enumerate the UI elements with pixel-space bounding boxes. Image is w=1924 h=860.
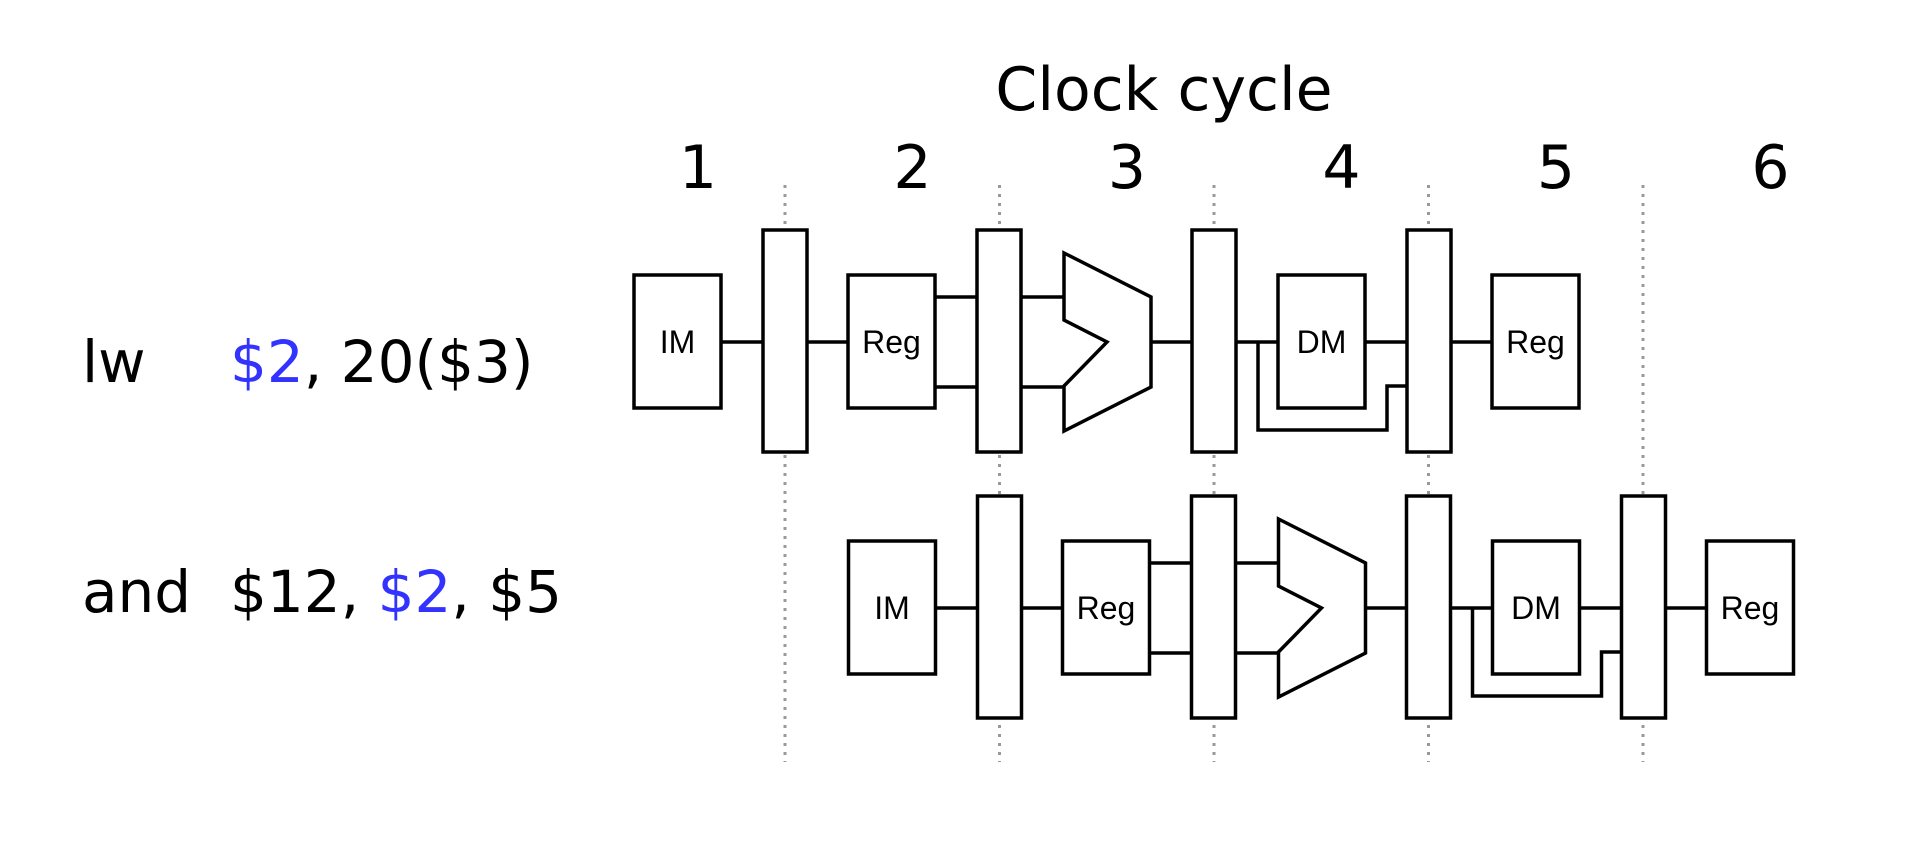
pipeline-row-1: IM Reg DM Reg <box>632 228 1581 454</box>
pipeline-register-4 <box>1405 228 1453 454</box>
instr-lw-rest: , 20($3) <box>304 328 534 396</box>
instruction-memory <box>846 539 938 676</box>
instr-and-operands: $12, $2, $5 <box>230 558 562 626</box>
instr-and-dest: $12, <box>230 558 378 626</box>
register-file-read-label: Reg <box>862 324 921 360</box>
cycle-label-3: 3 <box>1108 133 1146 203</box>
register-file-read <box>1060 539 1152 676</box>
register-file-read-label: Reg <box>1077 590 1136 626</box>
pipeline-register-1 <box>761 228 809 454</box>
pipeline-row-2: IM Reg DM Reg <box>846 494 1796 720</box>
wire-mem-bypass <box>1256 342 1407 432</box>
instruction-lw: lw $2, 20($3) <box>82 328 534 396</box>
wire-mem-bypass <box>1470 608 1622 698</box>
data-memory <box>1490 539 1582 676</box>
cycle-label-4: 4 <box>1322 133 1360 203</box>
wire-id-ex <box>935 295 1064 389</box>
instruction-memory <box>632 273 723 410</box>
register-file-write-label: Reg <box>1721 590 1780 626</box>
data-memory <box>1276 273 1367 410</box>
pipeline-register-1 <box>975 494 1024 720</box>
cycle-label-2: 2 <box>893 133 931 203</box>
cycle-label-6: 6 <box>1751 133 1789 203</box>
register-file-write <box>1704 539 1796 676</box>
cycle-labels: 1 2 3 4 5 6 <box>679 133 1790 203</box>
register-file-read <box>846 273 937 410</box>
pipeline-register-3 <box>1404 494 1453 720</box>
register-file-write <box>1490 273 1581 410</box>
pipeline-register-3 <box>1190 228 1238 454</box>
instr-lw-dest-register: $2 <box>230 328 304 396</box>
clock-cycle-title: Clock cycle <box>995 55 1332 125</box>
cycle-label-1: 1 <box>679 133 717 203</box>
register-file-write-label: Reg <box>1506 324 1565 360</box>
instruction-and: and $12, $2, $5 <box>82 558 562 626</box>
instr-lw-operands: $2, 20($3) <box>230 328 534 396</box>
instruction-memory-label: IM <box>660 324 696 360</box>
instr-and-opcode: and <box>82 558 191 626</box>
instr-and-source-register: $2 <box>378 558 452 626</box>
instr-lw-opcode: lw <box>82 328 146 396</box>
instr-and-rest: , $5 <box>451 558 562 626</box>
instruction-memory-label: IM <box>874 590 910 626</box>
alu-icon <box>1062 250 1153 434</box>
alu-icon <box>1276 516 1368 700</box>
data-memory-label: DM <box>1511 590 1561 626</box>
data-memory-label: DM <box>1297 324 1347 360</box>
pipeline-register-4 <box>1619 494 1668 720</box>
pipeline-register-2 <box>1189 494 1238 720</box>
pipeline-register-2 <box>975 228 1023 454</box>
cycle-boundaries <box>783 185 1645 762</box>
cycle-label-5: 5 <box>1537 133 1575 203</box>
wire-id-ex <box>1149 561 1279 655</box>
